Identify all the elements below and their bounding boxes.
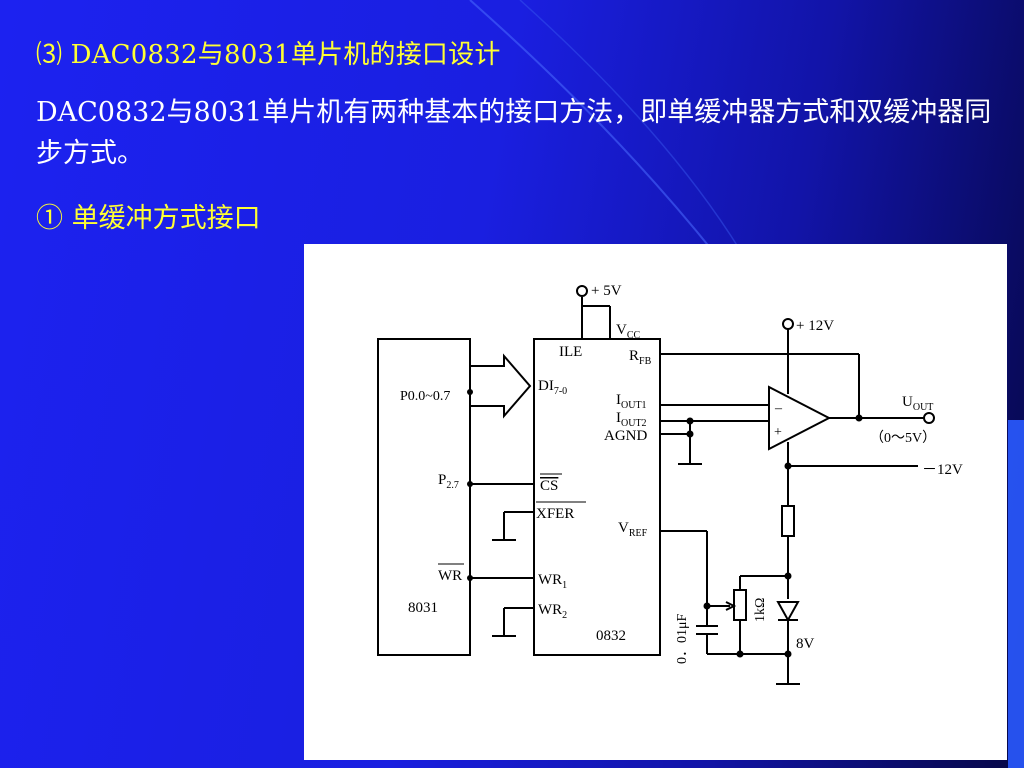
- dac-wr2-label: WR: [538, 602, 562, 618]
- svg-text:IOUT2: IOUT2: [616, 410, 647, 429]
- slide-body-text: DAC0832与8031单片机有两种基本的接口方法，即单缓冲器方式和双缓冲器同步…: [36, 97, 992, 169]
- supply-neg12-label: －12V: [922, 462, 963, 478]
- mcu-name-label: 8031: [408, 600, 438, 616]
- dac-iout1-label: I: [616, 392, 621, 408]
- bullet-heading: ① 单缓冲方式接口: [36, 203, 261, 234]
- output-range-label: （0～5V）: [870, 430, 936, 446]
- svg-text:DI7-0: DI7-0: [538, 378, 567, 397]
- svg-text:WR1: WR1: [538, 572, 567, 591]
- pot-label: 1kΩ: [753, 598, 768, 622]
- capacitor-label: 0．01μF: [675, 613, 690, 664]
- opamp-plus-label: +: [774, 425, 782, 440]
- svg-text:P2.7: P2.7: [438, 472, 459, 491]
- svg-text:WR2: WR2: [538, 602, 567, 621]
- zener-diode: [776, 601, 800, 623]
- output-terminal: [923, 412, 935, 424]
- supply-terminal: [576, 285, 588, 297]
- opamp-symbol: [768, 385, 832, 451]
- dac-vcc-label: V: [616, 322, 627, 338]
- supply-5v-label: + 5V: [591, 283, 622, 299]
- dac-vref-label: V: [618, 520, 629, 536]
- supply-terminal: [782, 318, 794, 330]
- slide-heading: ⑶ DAC0832与8031单片机的接口设计: [36, 40, 501, 70]
- svg-text:VCC: VCC: [616, 322, 641, 341]
- dac-ile-label: ILE: [559, 344, 582, 360]
- dac-xfer-label: XFER: [536, 506, 574, 522]
- dac-rfb-label: R: [629, 348, 639, 364]
- svg-text:RFB: RFB: [629, 348, 652, 367]
- dac-name-label: 0832: [596, 628, 626, 644]
- dac-wr1-label: WR: [538, 572, 562, 588]
- dac-block: [533, 338, 661, 656]
- resistor: [781, 505, 795, 537]
- mcu-wr-label: WR: [438, 568, 462, 584]
- opamp-minus-label: –: [774, 401, 783, 416]
- dac-cs-label: CS: [540, 478, 558, 494]
- dac-di-label: DI: [538, 378, 554, 394]
- svg-text:IOUT1: IOUT1: [616, 392, 647, 411]
- dac-iout2-label: I: [616, 410, 621, 426]
- potentiometer: [733, 589, 747, 621]
- data-bus-arrow: [470, 353, 532, 419]
- mcu-p27-label: P: [438, 472, 446, 488]
- svg-text:VREF: VREF: [618, 520, 648, 539]
- svg-text:UOUT: UOUT: [902, 394, 933, 413]
- dac-agnd-label: AGND: [604, 428, 647, 444]
- supply-pos12-label: + 12V: [796, 318, 834, 334]
- uout-label: U: [902, 394, 913, 410]
- zener-label: 8V: [796, 636, 815, 652]
- circuit-diagram: + 5V + 12V －12V ILE VCC RFB DI7-0 IOUT1 …: [304, 244, 1007, 760]
- mcu-block: [377, 338, 471, 656]
- mcu-port-label: P0.0~0.7: [400, 389, 450, 404]
